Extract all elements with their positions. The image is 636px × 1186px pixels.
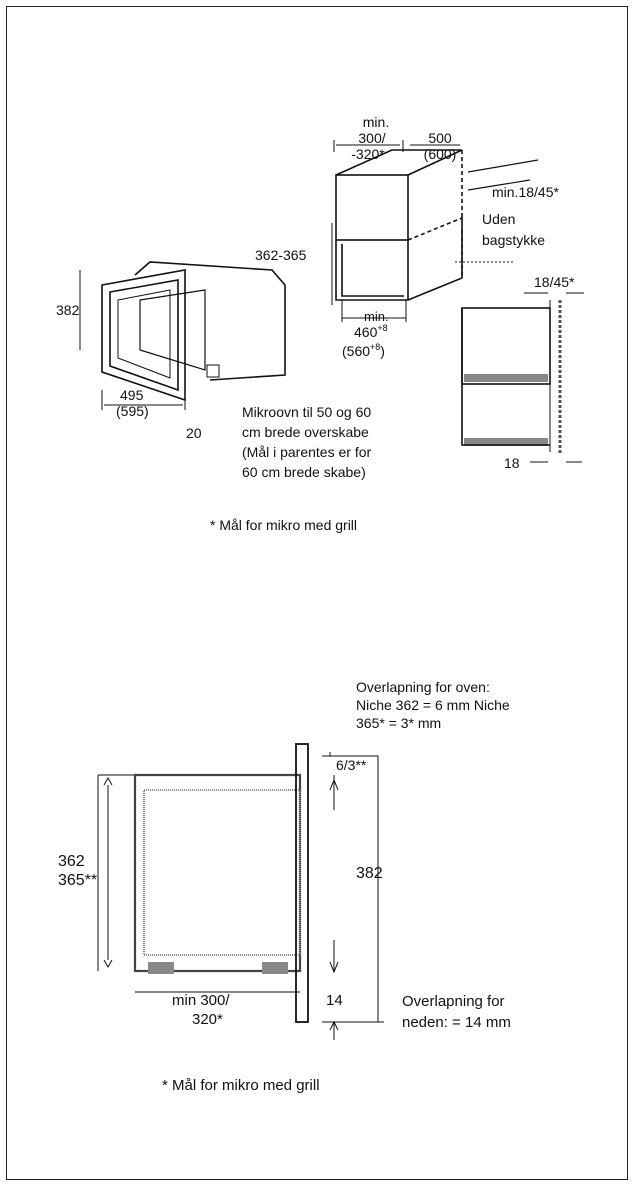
dim-depth-500: 500	[428, 130, 452, 146]
min-depth-560: (560+8)	[342, 342, 385, 359]
dim-width-300: 300/	[358, 130, 385, 146]
frame-20-label: 20	[186, 425, 202, 441]
page-frame	[6, 6, 628, 1180]
dim-6-3-label: 6/3**	[336, 757, 367, 773]
description-line-2: cm brede overskabe	[242, 424, 369, 440]
min-320-label: 320*	[192, 1011, 223, 1028]
side-18-label: 18	[504, 455, 520, 471]
description-line-4: 60 cm brede skabe)	[242, 464, 366, 480]
side-view-drawing	[461, 292, 584, 463]
overlap-top-line-2: Niche 362 = 6 mm Niche	[356, 697, 510, 713]
dim-depth-600: (600)	[424, 146, 457, 162]
overlap-bottom-line-2: neden: = 14 mm	[402, 1014, 511, 1031]
dim-365-label: 365**	[58, 872, 97, 889]
dim-min-label: min.	[363, 114, 389, 130]
dim-width-320: -320*	[351, 146, 385, 162]
frame-595-label: (595)	[116, 403, 149, 419]
description-line-3: (Mål i parentes er for	[242, 444, 371, 460]
grill-note: * Mål for mikro med grill	[210, 517, 357, 533]
description-line-1: Mikroovn til 50 og 60	[242, 404, 371, 420]
back-gap-label: min.18/45*	[492, 184, 559, 200]
footnote: * Mål for mikro med grill	[162, 1077, 320, 1094]
niche-height-label: 362-365	[255, 247, 307, 263]
section-drawing	[97, 743, 384, 1040]
min-depth-460: 460+8	[354, 323, 388, 340]
overlap-bottom-line-1: Overlapning for	[402, 993, 505, 1010]
dim-14-label: 14	[326, 992, 343, 1009]
no-back-label-1: Uden	[482, 211, 515, 227]
dim-382-label: 382	[356, 865, 383, 882]
min-depth-label: min.	[364, 309, 389, 324]
no-back-label-2: bagstykke	[482, 232, 545, 248]
side-gap-label: 18/45*	[534, 274, 575, 290]
oven-height-label: 382	[56, 302, 80, 318]
overlap-top-line-1: Overlapning for oven:	[356, 679, 490, 695]
min-300-label: min 300/	[172, 992, 230, 1009]
overlap-top-line-3: 365* = 3* mm	[356, 715, 441, 731]
microwave-drawing	[79, 261, 286, 410]
dim-362-label: 362	[58, 853, 85, 870]
cabinet-drawing	[331, 140, 539, 322]
frame-495-label: 495	[120, 387, 144, 403]
